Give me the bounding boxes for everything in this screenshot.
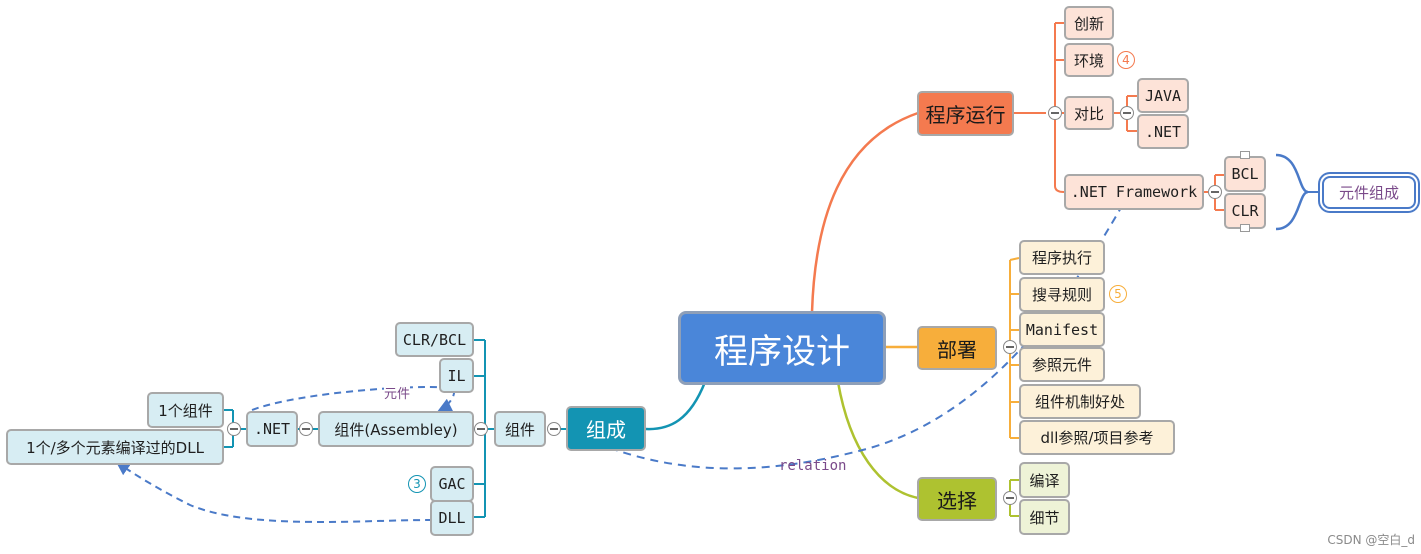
collapse-icon[interactable] [1003, 340, 1017, 354]
topic-il[interactable]: IL [439, 358, 474, 393]
element-arrow [251, 386, 456, 412]
topic-innovate[interactable]: 创新 [1064, 6, 1114, 40]
topic-one-multi-dll[interactable]: 1个/多个元素编译过的DLL [6, 429, 224, 465]
topic-compare[interactable]: 对比 [1064, 96, 1114, 130]
topic-clr[interactable]: CLR [1224, 193, 1266, 229]
topic-deploy[interactable]: 部署 [917, 326, 997, 370]
topic-ref-element[interactable]: 参照元件 [1019, 347, 1105, 382]
link-root-compose [645, 381, 707, 431]
boundary-top-handle[interactable] [1240, 151, 1250, 159]
topic-bcl[interactable]: BCL [1224, 156, 1266, 192]
topic-component[interactable]: 组件 [494, 411, 546, 447]
collapse-icon[interactable] [1208, 185, 1222, 199]
topic-framework[interactable]: .NET Framework [1064, 174, 1204, 210]
topic-exec[interactable]: 程序执行 [1019, 240, 1105, 275]
callout-element-composition[interactable]: 元件组成 [1322, 176, 1416, 209]
topic-gac[interactable]: GAC [430, 466, 474, 502]
topic-compile[interactable]: 编译 [1019, 462, 1070, 498]
topic-manifest[interactable]: Manifest [1019, 312, 1105, 347]
link-root-choose [836, 381, 919, 500]
search-count-badge[interactable]: 5 [1109, 285, 1127, 303]
topic-assembly[interactable]: 组件(Assembley) [318, 411, 474, 447]
collapse-icon[interactable] [474, 422, 488, 436]
relation-arrow [609, 189, 1132, 470]
relation-label[interactable]: relation [779, 458, 847, 474]
bracket-line [1275, 153, 1309, 231]
collapse-icon[interactable] [227, 422, 241, 436]
topic-component-benefit[interactable]: 组件机制好处 [1019, 384, 1141, 419]
collapse-icon[interactable] [1003, 491, 1017, 505]
topic-net[interactable]: .NET [246, 411, 298, 447]
collapse-icon[interactable] [299, 422, 313, 436]
topic-detail[interactable]: 细节 [1019, 499, 1070, 535]
topic-compose[interactable]: 组成 [566, 406, 646, 451]
gac-count-badge[interactable]: 3 [408, 475, 426, 493]
collapse-icon[interactable] [1048, 106, 1062, 120]
topic-dotnet[interactable]: .NET [1137, 114, 1189, 149]
topic-env[interactable]: 环境 [1064, 43, 1114, 77]
topic-dll-ref[interactable]: dll参照/项目参考 [1019, 420, 1175, 455]
topic-run[interactable]: 程序运行 [917, 91, 1014, 136]
topic-dll[interactable]: DLL [430, 500, 474, 536]
element-relation-label[interactable]: 元件 [384, 383, 411, 402]
topic-choose[interactable]: 选择 [917, 477, 997, 521]
topic-java[interactable]: JAVA [1137, 78, 1189, 113]
collapse-icon[interactable] [1120, 106, 1134, 120]
link-root-run [810, 111, 919, 313]
topic-search-rules[interactable]: 搜寻规则 [1019, 277, 1105, 312]
collapse-icon[interactable] [547, 422, 561, 436]
boundary-bottom-handle[interactable] [1240, 224, 1250, 232]
topic-clr-bcl[interactable]: CLR/BCL [395, 322, 474, 357]
root-topic[interactable]: 程序设计 [678, 311, 886, 385]
env-count-badge[interactable]: 4 [1117, 51, 1135, 69]
watermark: CSDN @空白_d [1327, 533, 1415, 547]
dll-arrow [115, 461, 433, 523]
topic-one-component[interactable]: 1个组件 [147, 392, 224, 428]
